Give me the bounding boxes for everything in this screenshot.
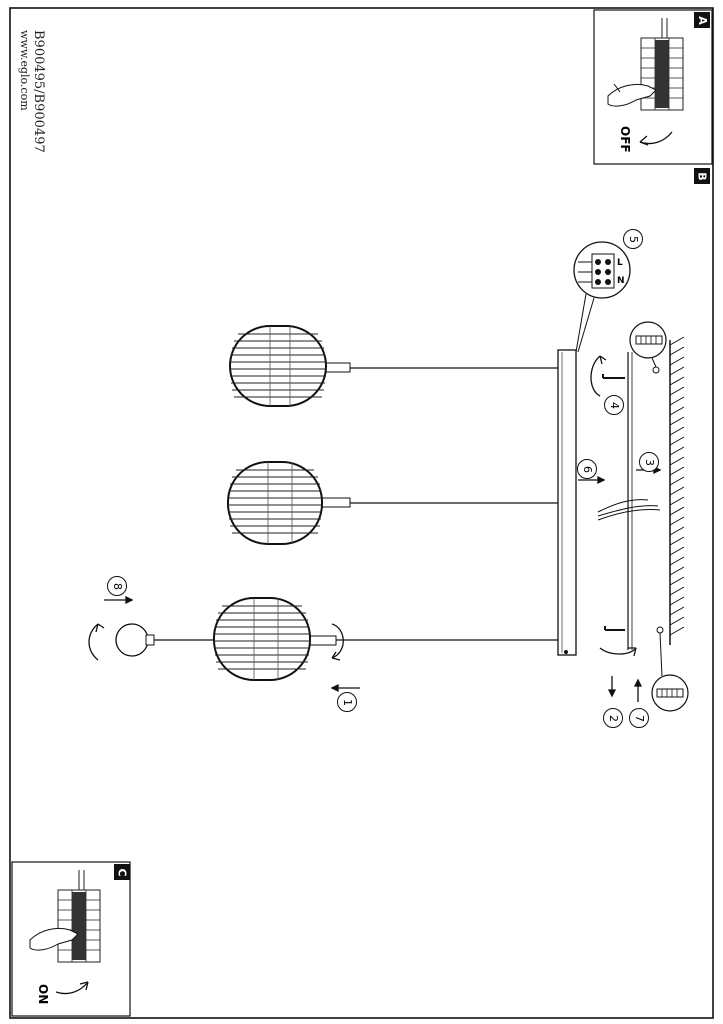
panel-b-label: B bbox=[694, 168, 710, 184]
supply-wires bbox=[597, 499, 661, 521]
switch-off-label: OFF bbox=[618, 126, 632, 153]
step-1-marker: 1 bbox=[337, 692, 357, 712]
shade-top bbox=[229, 325, 327, 407]
terminal-letter-n: N bbox=[617, 276, 625, 286]
light-bulb bbox=[88, 623, 155, 661]
terminal-callout bbox=[573, 241, 631, 353]
step-3-marker: 3 bbox=[639, 452, 659, 472]
page-frame bbox=[9, 7, 714, 1019]
model-number: B900495/B900497 bbox=[31, 30, 46, 153]
panel-a-off bbox=[593, 9, 713, 165]
step-6-marker: 6 bbox=[577, 459, 597, 479]
step-4-marker: 4 bbox=[604, 395, 624, 415]
switch-on-label: ON bbox=[36, 984, 50, 1005]
direction-arrows bbox=[104, 465, 662, 702]
panel-c-on bbox=[11, 861, 131, 1017]
step-2-marker: 2 bbox=[603, 708, 623, 728]
shade-bottom bbox=[213, 597, 311, 681]
step-5-marker: 5 bbox=[623, 229, 643, 249]
website-url: www.eglo.com bbox=[18, 30, 31, 111]
shade-middle bbox=[227, 461, 323, 545]
step-8-marker: 8 bbox=[107, 576, 127, 596]
rotation-arrows bbox=[331, 355, 637, 661]
step-7-marker: 7 bbox=[629, 708, 649, 728]
ceiling-hatch bbox=[669, 336, 685, 645]
mounting-rail bbox=[602, 321, 689, 712]
canopy-bar bbox=[557, 349, 577, 656]
panel-a-label: A bbox=[694, 12, 710, 28]
terminal-letter-l: L bbox=[617, 258, 623, 268]
pendant-cables bbox=[150, 367, 558, 641]
panel-c-label: C bbox=[114, 864, 130, 880]
lamp-holders bbox=[309, 362, 351, 646]
